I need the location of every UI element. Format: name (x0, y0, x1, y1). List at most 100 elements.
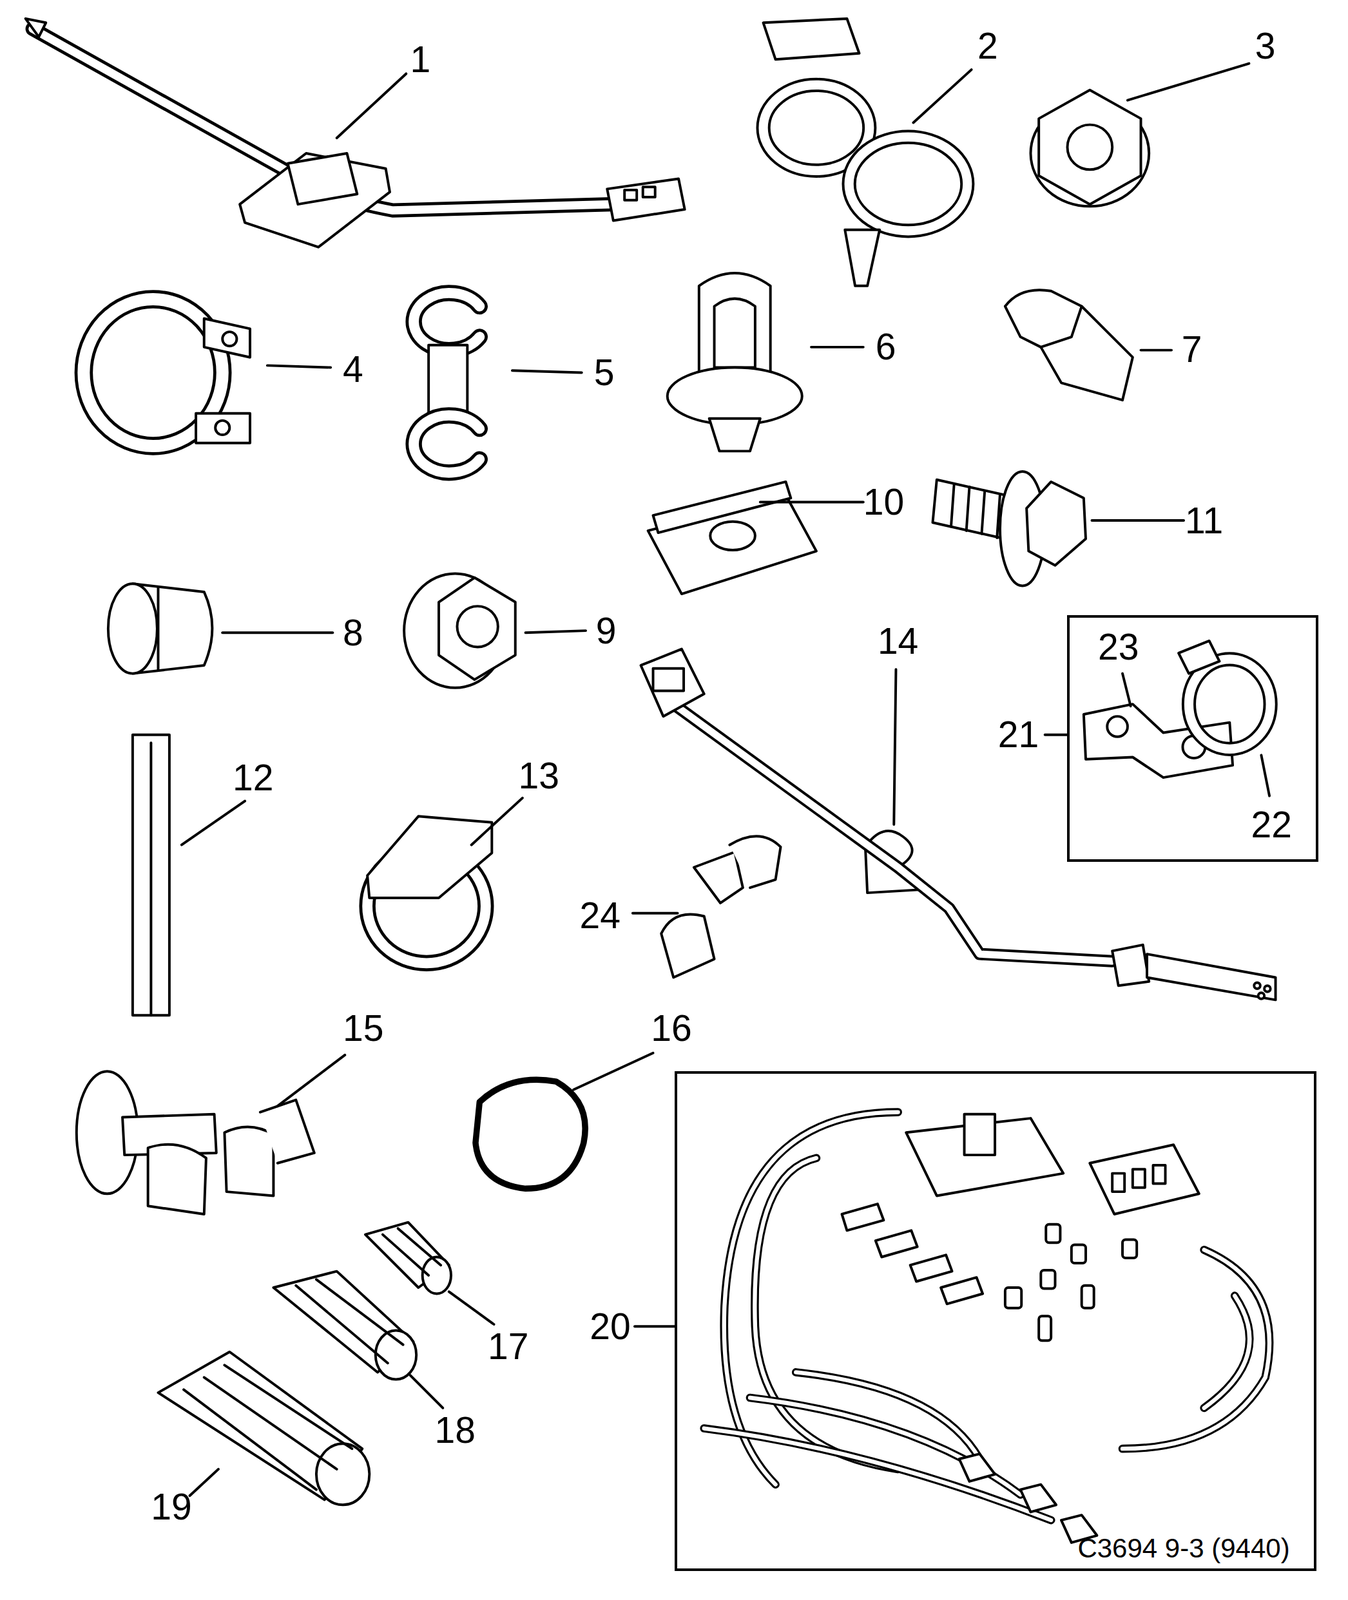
ring-clip-line (849, 137, 968, 232)
callout-number: 24 (579, 896, 620, 934)
wiring-kit-line (1204, 1296, 1251, 1409)
callout-number: 2 (977, 27, 999, 65)
conduit-line (449, 1291, 495, 1325)
cap-nut-line (222, 631, 333, 635)
p-clamp-line (267, 365, 331, 368)
p-clamp-line (195, 413, 251, 444)
callout-number: 21 (998, 716, 1039, 754)
wiring-kit-line (1204, 1296, 1251, 1409)
speed-nut-line (710, 521, 756, 551)
strap-clip (25, 18, 685, 248)
flange-nut-line (438, 577, 516, 680)
wiring-kit-line (724, 1112, 899, 1486)
wiring-kit-line (1112, 1174, 1125, 1193)
wiring-kit-line (750, 1398, 1021, 1495)
callout-number: 19 (150, 1489, 192, 1526)
blanking-plug (475, 1053, 654, 1190)
wiring-kit (634, 1112, 1270, 1544)
temperature-sensor-line (673, 704, 1113, 962)
wiring-kit-line (1122, 1250, 1270, 1450)
wiring-kit-line (1089, 1145, 1199, 1215)
temperature-sensor-line (1253, 982, 1261, 990)
flange-bolt-line (1026, 481, 1086, 566)
callout-number: 1 (410, 40, 432, 78)
p-clamp-line (204, 318, 251, 358)
ring-clip (763, 18, 972, 287)
strap-clip-line (25, 18, 47, 38)
callout-number: 20 (589, 1308, 631, 1345)
wiring-kit-line (959, 1454, 995, 1483)
wiring-kit-line (1132, 1169, 1146, 1189)
wiring-kit-line (795, 1372, 980, 1460)
callout-number: 7 (1181, 330, 1203, 368)
clamp-bracket-line (1122, 674, 1131, 707)
callout-number: 13 (518, 757, 559, 794)
strap-clip-line (239, 153, 390, 248)
pipe-clip (632, 836, 781, 978)
group-box: 212322 (1067, 615, 1319, 863)
cap-nut-line (108, 583, 158, 674)
callout-number: 8 (342, 614, 364, 651)
double-clip-line (413, 293, 480, 351)
temperature-sensor-line (1146, 954, 1276, 1001)
conduit-line (224, 1365, 352, 1450)
callout-number: 4 (342, 351, 364, 388)
temperature-sensor-line (1112, 945, 1149, 986)
clamp-bracket-line (1178, 641, 1220, 674)
blanking-plug-line (475, 1079, 586, 1189)
callout-number: 18 (434, 1412, 476, 1450)
strap-clip-line (32, 28, 613, 211)
drawing-code: C3694 9-3 (9440) (1077, 1535, 1290, 1563)
wiring-kit-line (940, 1277, 983, 1305)
cap-nut (108, 583, 333, 674)
push-clip-line (709, 418, 761, 452)
wiring-kit-line (1081, 1286, 1095, 1309)
push-clip-line (811, 346, 864, 349)
temperature-sensor (641, 649, 1276, 1001)
strap-clip-line (606, 179, 685, 222)
callout-number: 5 (594, 354, 615, 392)
edge-strip-line (181, 801, 245, 846)
wiring-kit-line (704, 1429, 1051, 1522)
clamp-bracket-line (1107, 716, 1128, 738)
flange-nut-line (1038, 90, 1141, 205)
callout-number: 23 (1097, 628, 1139, 666)
temperature-sensor-line (1258, 992, 1265, 1000)
double-clip-line (413, 415, 480, 473)
strap-clip-line (32, 28, 613, 211)
p-clamp-line (222, 331, 237, 347)
pipe-clip-line (729, 836, 781, 888)
edge-strip (132, 735, 245, 1017)
wiring-kit-line (750, 1398, 1021, 1495)
double-clip-line (413, 415, 480, 473)
speed-nut (648, 481, 864, 595)
push-clip-line (667, 367, 803, 426)
flange-nut-line (1067, 125, 1113, 171)
push-clip-line (714, 298, 756, 368)
ring-clip-line (844, 230, 880, 287)
flange-nut-line (525, 630, 586, 633)
callout-number: 11 (1184, 501, 1223, 539)
ring-clip-line (763, 18, 860, 60)
wiring-kit-line (1122, 1250, 1270, 1450)
clamp-bracket-line (1188, 659, 1271, 749)
callout-number: 9 (596, 612, 617, 649)
wiring-kit-line (1038, 1316, 1051, 1341)
flange-bolt-line (981, 491, 985, 535)
conduit-line (382, 1235, 429, 1276)
flange-bolt (932, 471, 1184, 586)
blanking-plug-line (573, 1053, 654, 1091)
clamp-bracket-line (1188, 659, 1271, 749)
twin-clip-line (224, 1126, 274, 1196)
wiring-kit-line (1153, 1165, 1166, 1185)
conduit-line (316, 1444, 370, 1506)
callout-number: 22 (1251, 806, 1292, 843)
callout-number: 16 (650, 1010, 692, 1048)
callout-number: 10 (863, 483, 905, 521)
wiring-kit-line (1020, 1485, 1057, 1513)
ring-clip-line (849, 137, 968, 232)
callout-number: 6 (875, 328, 897, 366)
conduit-line (190, 1469, 219, 1497)
clamp-bracket (1045, 641, 1271, 797)
